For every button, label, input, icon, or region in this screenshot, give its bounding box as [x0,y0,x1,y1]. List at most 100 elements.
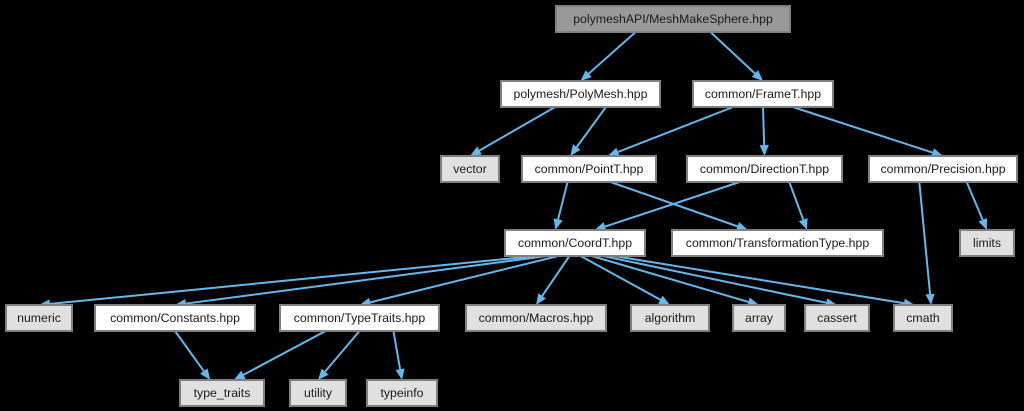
node-label: polymesh/PolyMesh.hpp [514,87,648,101]
graph-node-pointt[interactable]: common/PointT.hpp [521,155,657,183]
node-label: limits [973,236,1001,250]
node-box[interactable] [465,304,607,332]
node-box[interactable] [366,379,438,407]
node-label: common/Constants.hpp [110,311,240,325]
graph-node-meshmakesphere[interactable]: polymeshAPI/MeshMakeSphere.hpp [555,5,791,33]
dependency-arrowhead [925,293,935,305]
node-box[interactable] [94,304,256,332]
dependency-edge [965,181,984,221]
graph-node-utility[interactable]: utility [289,379,347,407]
dependency-arrowhead [607,147,620,157]
node-box[interactable] [686,155,843,183]
dependency-arrowhead [470,146,482,156]
node-box[interactable] [671,229,884,257]
node-label: vector [453,162,487,176]
graph-node-typetraits[interactable]: common/TypeTraits.hpp [279,304,440,332]
dependency-edge [614,255,905,305]
dependency-edge [369,255,559,304]
graph-node-algorithm[interactable]: algorithm [630,304,710,332]
graph-node-cassert[interactable]: cassert [804,304,870,332]
dependency-edge [392,330,402,370]
dependency-edge [557,181,569,220]
node-box[interactable] [959,229,1015,257]
dependency-edge [788,181,805,221]
node-label: common/DirectionT.hpp [700,162,829,176]
node-label: common/Macros.hpp [479,311,594,325]
node-label: cassert [817,311,857,325]
node-label: utility [304,386,333,400]
dependency-edge [602,255,827,304]
node-label: common/CoordT.hpp [518,236,632,250]
dependency-edge [324,330,361,373]
graph-node-precision[interactable]: common/Precision.hpp [868,155,1018,183]
dependency-arrowhead [570,144,581,156]
node-label: common/Precision.hpp [880,162,1005,176]
node-label: array [745,311,774,325]
node-label: type_traits [194,386,251,400]
graph-node-cmath[interactable]: cmath [893,304,953,332]
node-box[interactable] [500,80,661,108]
dependency-arrowhead [553,218,563,230]
dependency-edge [591,255,749,303]
edge-layer [39,31,987,380]
node-box[interactable] [893,304,953,332]
graph-node-limits[interactable]: limits [959,229,1015,257]
node-box[interactable] [804,304,870,332]
node-box[interactable] [5,304,73,332]
dependency-edge [541,255,571,297]
node-label: polymeshAPI/MeshMakeSphere.hpp [573,12,773,26]
node-label: common/TypeTraits.hpp [294,311,426,325]
dependency-arrowhead [395,368,405,380]
graph-node-transformation[interactable]: common/TransformationType.hpp [671,229,884,257]
graph-node-constants[interactable]: common/Constants.hpp [94,304,256,332]
node-box[interactable] [555,5,791,33]
node-label: common/FrameT.hpp [705,87,821,101]
dependency-arrowhead [233,370,246,380]
graph-node-macros[interactable]: common/Macros.hpp [465,304,607,332]
graph-node-framet[interactable]: common/FrameT.hpp [692,80,834,108]
node-label: typeinfo [380,386,423,400]
graph-node-typeinfo[interactable]: typeinfo [366,379,438,407]
dependency-edge [709,31,756,75]
node-box[interactable] [504,229,646,257]
graph-node-array[interactable]: array [732,304,786,332]
dependency-edge [479,106,556,152]
graph-node-type_traits[interactable]: type_traits [179,379,265,407]
node-box[interactable] [630,304,710,332]
node-box[interactable] [440,155,500,183]
dependency-arrowhead [658,295,670,305]
dependency-arrowhead [594,222,607,231]
dependency-arrowhead [318,368,329,380]
dependency-edge [242,330,327,376]
node-layer: polymeshAPI/MeshMakeSphere.hpp polymesh/P… [5,5,1018,407]
dependency-arrowhead [736,222,748,231]
graph-node-polymesh[interactable]: polymesh/PolyMesh.hpp [500,80,661,108]
dependency-arrowhead [931,148,943,157]
graph-node-directiont[interactable]: common/DirectionT.hpp [686,155,843,183]
node-box[interactable] [732,304,786,332]
dependency-edge [49,255,536,305]
dependency-edge [580,255,661,301]
dependency-arrowhead [978,218,987,230]
node-box[interactable] [289,379,347,407]
dependency-edge [918,181,932,295]
dependency-edge [604,181,741,228]
dependency-arrowhead [536,293,546,305]
node-box[interactable] [868,155,1018,183]
dependency-arrowhead [798,218,808,230]
dependency-arrowhead [751,70,763,81]
node-label: algorithm [645,311,696,325]
node-box[interactable] [279,304,440,332]
node-label: numeric [17,311,61,325]
node-label: cmath [906,311,940,325]
node-box[interactable] [521,155,657,183]
dependency-edge [617,106,734,153]
node-box[interactable] [179,379,265,407]
node-box[interactable] [692,80,834,108]
graph-node-coordt[interactable]: common/CoordT.hpp [504,229,646,257]
dependency-edge [185,255,548,305]
graph-node-vector[interactable]: vector [440,155,500,183]
node-label: common/PointT.hpp [535,162,644,176]
graph-node-numeric[interactable]: numeric [5,304,73,332]
